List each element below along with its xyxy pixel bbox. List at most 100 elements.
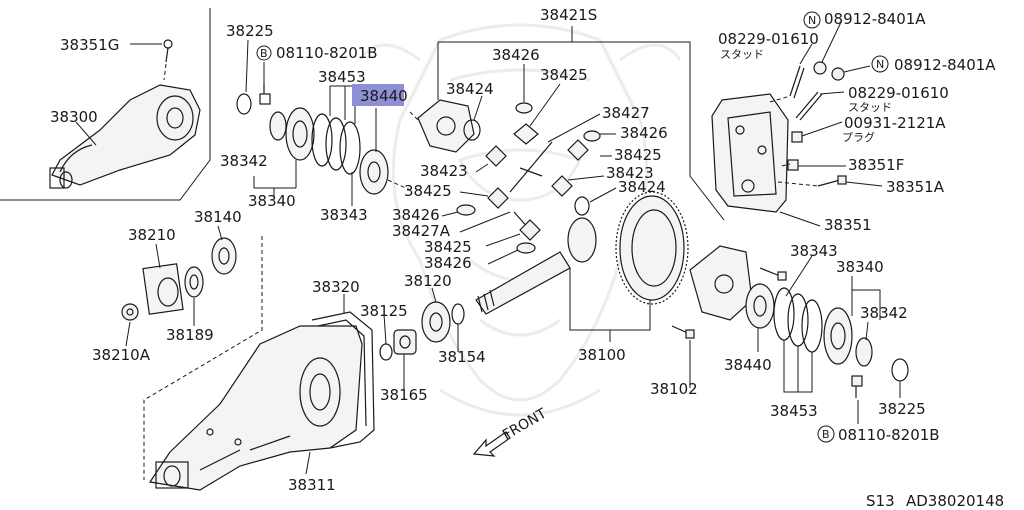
diff-case-lower-part[interactable]	[689, 245, 753, 321]
label-38425-c: 38425	[404, 182, 452, 200]
label-38426-b: 38426	[620, 124, 668, 142]
label-38453-top: 38453	[318, 68, 366, 86]
rear-cover-38351-part[interactable]	[711, 93, 789, 213]
shaft-38427-part[interactable]	[509, 141, 553, 193]
pinion-38425-c-part[interactable]	[487, 187, 509, 209]
seal-38342-bot-part[interactable]	[855, 337, 873, 367]
nut-lower-part[interactable]	[831, 67, 845, 81]
label-38453-bot: 38453	[770, 402, 818, 420]
ring-gear-38100-part[interactable]	[615, 191, 689, 305]
washer-38424-a-part[interactable]	[463, 119, 481, 141]
label-08912-b: 08912-8401A	[894, 56, 996, 74]
label-38423-b: 38423	[606, 164, 654, 182]
label-38427: 38427	[602, 104, 650, 122]
top-bearing-cluster: 38225 B 08110-8201B 38453 38440 38342 38…	[220, 22, 411, 224]
label-38421S: 38421S	[540, 6, 597, 24]
label-38427A: 38427A	[392, 222, 451, 240]
diff-assembly-38300-part[interactable]	[49, 84, 201, 189]
side-gear-38423-b-part[interactable]	[551, 175, 573, 197]
flange-38210-part[interactable]	[142, 263, 184, 315]
companion-flange-group: 38140 38210 38189 38210A	[92, 208, 263, 480]
label-38426-d: 38426	[424, 254, 472, 272]
label-08229-b: 08229-01610	[848, 84, 949, 102]
label-38342-bot: 38342	[860, 304, 908, 322]
label-38140: 38140	[194, 208, 242, 226]
bolt-symbol-bot: B	[822, 428, 830, 441]
seal-38342-top-part[interactable]	[269, 111, 287, 141]
diff-gear-set: 38421S	[392, 6, 691, 272]
seal-38189-part[interactable]	[184, 266, 204, 298]
label-38120: 38120	[404, 272, 452, 290]
pinion-group: 38125 38120 38154 38165 38100	[360, 191, 689, 404]
label-38320: 38320	[312, 278, 360, 296]
rear-cover-group: N 08912-8401A N 08912-8401A 08229-01610 …	[689, 10, 996, 234]
fill-plug-38351F-part[interactable]	[787, 159, 799, 171]
side-gear-38423-a-part[interactable]	[485, 145, 507, 167]
label-38311: 38311	[288, 476, 336, 494]
bearing-38140-part[interactable]	[211, 237, 237, 275]
label-38343-top: 38343	[320, 206, 368, 224]
pinion-38425-d-part[interactable]	[519, 219, 541, 241]
pinion-38425-b-part[interactable]	[567, 139, 589, 161]
diff-case-part[interactable]	[417, 99, 475, 153]
label-38225-top: 38225	[226, 22, 274, 40]
washer-38426-a-part[interactable]	[515, 102, 533, 114]
label-38426-a: 38426	[492, 46, 540, 64]
spacer-38165-part[interactable]	[393, 329, 417, 355]
bolt-38102-part[interactable]	[671, 325, 695, 339]
label-38440-top[interactable]: 38440	[360, 87, 408, 105]
washer-38125-part[interactable]	[379, 343, 393, 361]
top-left-assembly-box: 38351G 38300	[0, 8, 211, 201]
label-38425-a: 38425	[540, 66, 588, 84]
shim-set-38453-top-part[interactable]	[311, 113, 361, 175]
label-38425-b: 38425	[614, 146, 662, 164]
stud-lower-part[interactable]	[795, 91, 823, 121]
drive-pinion-38100-part[interactable]	[475, 217, 597, 315]
label-38351F: 38351F	[848, 156, 904, 174]
label-38165: 38165	[380, 386, 428, 404]
stud-upper-part[interactable]	[789, 65, 805, 99]
bolt-rear-part[interactable]	[759, 267, 787, 281]
o-ring-38225-bot-part[interactable]	[891, 358, 909, 382]
label-38210A: 38210A	[92, 346, 151, 364]
label-38340-bot: 38340	[836, 258, 884, 276]
o-ring-38225-part[interactable]	[236, 93, 252, 115]
label-38154: 38154	[438, 348, 486, 366]
label-38300: 38300	[50, 108, 98, 126]
label-00931: 00931-2121A	[844, 114, 946, 132]
washer-38424-b-part[interactable]	[574, 196, 590, 216]
nut-upper-part[interactable]	[813, 61, 827, 75]
label-38351A: 38351A	[886, 178, 945, 196]
bolt-08110-bot-part[interactable]	[851, 375, 863, 398]
highlight-38440	[352, 84, 404, 106]
footer-model: S13	[866, 492, 895, 510]
washer-38154-part[interactable]	[451, 303, 465, 325]
label-38102: 38102	[650, 380, 698, 398]
washer-38426-d-part[interactable]	[516, 242, 536, 254]
side-retainer-top-part[interactable]	[285, 107, 315, 161]
shim-set-38453-bot-part[interactable]	[773, 287, 823, 353]
label-plug-jp: プラグ	[842, 130, 875, 144]
washer-38426-b-part[interactable]	[583, 130, 601, 142]
nut-symbol-1: N	[808, 14, 816, 27]
drain-plug-part[interactable]	[791, 131, 803, 143]
bearing-38440-bot-part[interactable]	[745, 283, 775, 329]
bolt-08110-part[interactable]	[259, 84, 271, 105]
bolt-38351G-part[interactable]	[163, 39, 173, 63]
label-38189: 38189	[166, 326, 214, 344]
bearing-38440-top-part[interactable]	[359, 149, 389, 195]
main-housing-group: 38320 38311	[148, 278, 375, 494]
housing-38311-part[interactable]	[148, 325, 363, 491]
label-38423-a: 38423	[420, 162, 468, 180]
label-38440-bot: 38440	[724, 356, 772, 374]
front-label: FRONT	[500, 405, 550, 443]
pinion-38425-a-part[interactable]	[513, 123, 539, 145]
label-38225-bot: 38225	[878, 400, 926, 418]
washer-38426-c-part[interactable]	[456, 204, 476, 216]
nut-38210A-part[interactable]	[121, 303, 139, 321]
side-retainer-bot-part[interactable]	[823, 307, 853, 365]
bolt-38351A-part[interactable]	[817, 175, 847, 187]
bearing-38120-part[interactable]	[421, 301, 451, 343]
